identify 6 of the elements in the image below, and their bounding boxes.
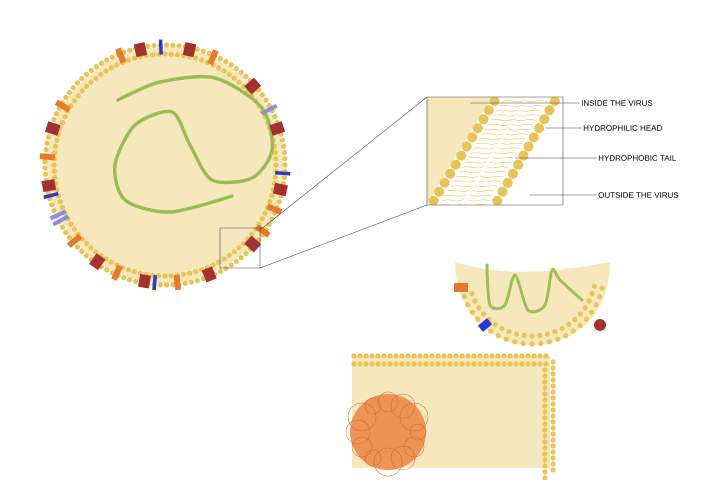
leader-line [470, 102, 580, 104]
label-text: HYDROPHOBIC TAIL [598, 155, 676, 161]
label-text: INSIDE THE VIRUS [582, 100, 652, 106]
label-text: HYDROPHILIC HEAD [584, 125, 662, 131]
label-text: OUTSIDE THE VIRUS [598, 192, 678, 198]
leader-line [530, 194, 598, 196]
